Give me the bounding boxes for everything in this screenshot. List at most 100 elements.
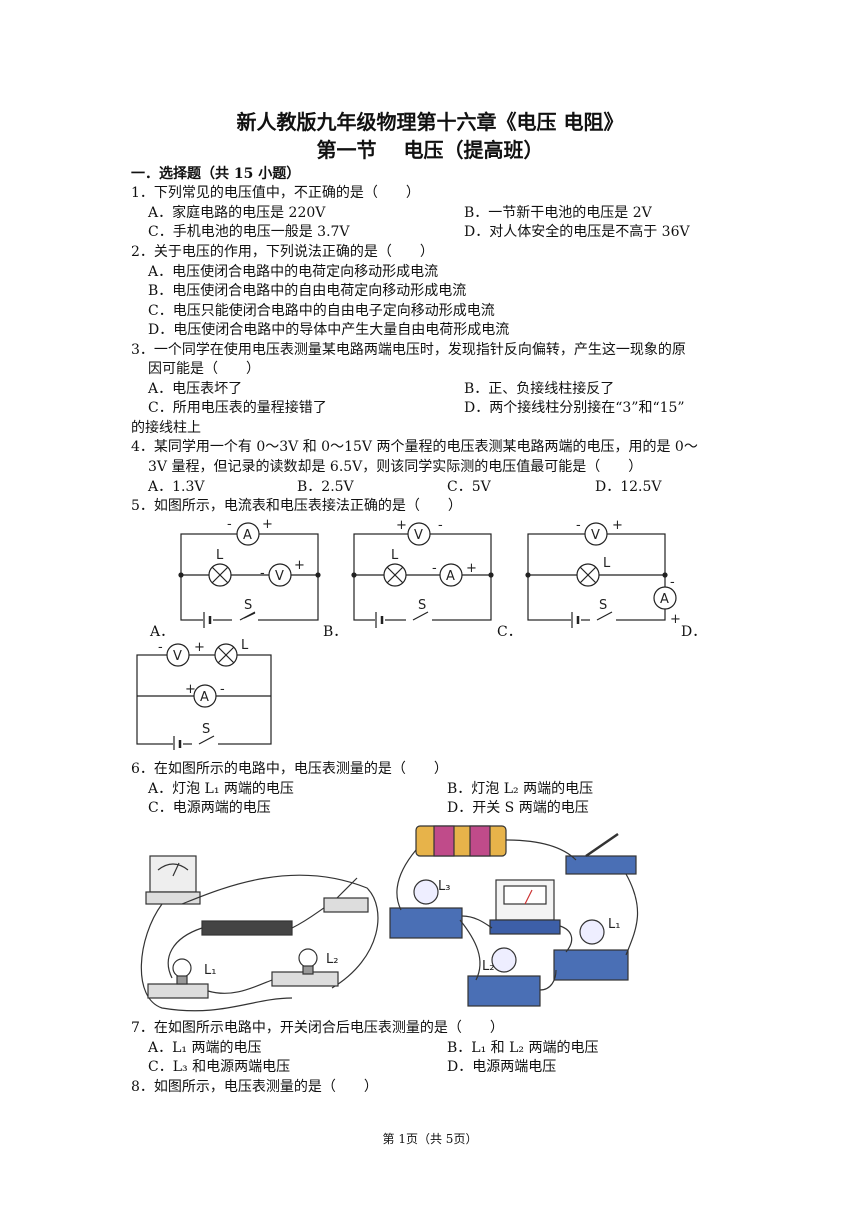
q2-option-a: A．电压使闭合电路中的电荷定向移动形成电流 [148, 264, 439, 280]
svg-text:-: - [438, 518, 443, 533]
switch-icon [412, 611, 429, 621]
q6-option-c: C．电源两端的电压 [148, 800, 271, 816]
svg-text:-: - [670, 575, 675, 590]
svg-text:V: V [275, 569, 284, 584]
svg-text:+: + [185, 682, 196, 697]
ammeter-icon [439, 563, 463, 587]
voltmeter-icon [166, 643, 190, 667]
switch-icon [596, 611, 613, 621]
svg-text:L: L [603, 556, 611, 571]
svg-text:V: V [591, 528, 600, 543]
page-subtitle: 第一节 电压（提高班） [316, 138, 544, 162]
q5-option-d: D． [681, 624, 707, 640]
q3-option-a: A．电压表坏了 [148, 381, 243, 397]
svg-text:+: + [294, 558, 305, 573]
svg-text:+: + [396, 518, 407, 533]
q7-apparatus-figure: L₃ L₁ L₂ [389, 825, 639, 1007]
svg-text:S: S [202, 722, 210, 737]
q1-stem: 1．下列常见的电压值中，不正确的是（ ） [131, 185, 420, 201]
voltmeter-icon [584, 522, 608, 546]
circuit-b: V + - L A - + S [351, 518, 494, 628]
q5-circuit-diagrams: A - + L V - + S V + - L A - + S [136, 517, 681, 750]
q6-stem: 6．在如图所示的电路中，电压表测量的是（ ） [131, 761, 448, 777]
q6-option-d: D．开关 S 两端的电压 [447, 800, 589, 816]
svg-text:L₂: L₂ [482, 959, 494, 974]
svg-text:A: A [243, 528, 252, 543]
svg-text:-: - [227, 517, 232, 532]
q4-stem-cont: 3V 量程，但记录的读数却是 6.5V，则该同学实际测的电压值最可能是（ ） [148, 459, 643, 475]
q4-option-d: D．12.5V [595, 479, 662, 495]
q5-stem: 5．如图所示，电流表和电压表接法正确的是（ ） [131, 498, 462, 514]
svg-text:L: L [391, 548, 399, 563]
q4-option-a: A．1.3V [148, 479, 205, 495]
bulb-icon [491, 947, 517, 973]
battery-icon [415, 825, 507, 857]
q5-option-c: C． [497, 624, 522, 640]
q8-stem: 8．如图所示，电压表测量的是（ ） [131, 1079, 378, 1095]
q2-option-d: D．电压使闭合电路中的导体中产生大量自由电荷形成电流 [148, 322, 510, 338]
switch-icon [323, 897, 369, 913]
switch-icon [565, 855, 637, 875]
q3-stem: 3．一个同学在使用电压表测量某电路两端电压时，发现指针反向偏转，产生这一现象的原 [131, 342, 686, 358]
switch-icon [198, 735, 215, 745]
circuit-c: V - + L A - + S [525, 518, 681, 628]
svg-text:-: - [220, 682, 225, 697]
svg-text:A: A [660, 592, 669, 607]
svg-text:S: S [418, 598, 426, 613]
svg-text:L₁: L₁ [608, 917, 620, 932]
ammeter-icon [236, 522, 260, 546]
q3-option-b: B．正、负接线柱接反了 [464, 381, 615, 397]
svg-text:V: V [414, 528, 423, 543]
q2-option-c: C．电压只能使闭合电路中的自由电子定向移动形成电流 [148, 303, 495, 319]
q6-apparatus-figure: L₁ L₂ [140, 855, 379, 1012]
page-footer: 第 1页（共 5页） [382, 1132, 478, 1146]
svg-text:S: S [599, 598, 607, 613]
q3-stem-cont: 因可能是（ ） [148, 361, 260, 377]
q7-option-d: D．电源两端电压 [447, 1059, 557, 1075]
q6-option-b: B．灯泡 L₂ 两端的电压 [447, 781, 594, 797]
svg-text:L₃: L₃ [438, 879, 450, 894]
svg-text:-: - [158, 640, 163, 655]
voltmeter-icon [268, 563, 292, 587]
bulb-icon [579, 919, 605, 945]
q2-option-b: B．电压使闭合电路中的自由电荷定向移动形成电流 [148, 283, 467, 299]
q7-option-a: A．L₁ 两端的电压 [148, 1040, 262, 1056]
q1-option-d: D．对人体安全的电压是不高于 36V [464, 224, 690, 240]
q7-option-b: B．L₁ 和 L₂ 两端的电压 [447, 1040, 599, 1056]
q5-option-b: B． [323, 624, 348, 640]
q4-option-b: B．2.5V [297, 479, 354, 495]
q2-stem: 2．关于电压的作用，下列说法正确的是（ ） [131, 244, 434, 260]
q5-option-a: A． [150, 624, 175, 640]
svg-text:L: L [241, 638, 249, 653]
q3-option-d: D．两个接线柱分别接在“3”和“15” [464, 400, 685, 416]
q6-option-a: A．灯泡 L₁ 两端的电压 [148, 781, 294, 797]
svg-text:+: + [466, 561, 477, 576]
q4-option-c: C．5V [447, 479, 491, 495]
svg-text:+: + [194, 640, 205, 655]
svg-text:-: - [576, 518, 581, 533]
svg-text:V: V [173, 649, 182, 664]
circuit-d: V - + L A + - S [136, 638, 272, 750]
circuit-a: A - + L V - + S [178, 517, 321, 628]
ammeter-icon [193, 684, 217, 708]
bulb-icon [298, 948, 318, 968]
q4-stem: 4．某同学用一个有 0～3V 和 0～15V 两个量程的电压表测某电路两端的电压… [131, 439, 698, 455]
bulb-icon [172, 958, 192, 978]
bulb-icon [413, 879, 439, 905]
svg-text:L₁: L₁ [204, 963, 216, 978]
ammeter-icon [653, 586, 677, 610]
svg-text:L₂: L₂ [326, 952, 338, 967]
section-heading: 一．选择题（共 15 小题） [131, 166, 301, 182]
svg-text:+: + [612, 518, 623, 533]
q7-stem: 7．在如图所示电路中，开关闭合后电压表测量的是（ ） [131, 1020, 504, 1036]
battery-icon [201, 920, 293, 936]
svg-text:+: + [262, 517, 273, 532]
page-title: 新人教版九年级物理第十六章《电压 电阻》 [236, 110, 624, 134]
q7-option-c: C．L₃ 和电源两端电压 [148, 1059, 291, 1075]
q1-option-a: A．家庭电路的电压是 220V [148, 205, 326, 221]
q3-option-c: C．所用电压表的量程接错了 [148, 400, 327, 416]
svg-text:L: L [216, 548, 224, 563]
svg-text:S: S [244, 598, 252, 613]
svg-text:+: + [670, 612, 681, 627]
svg-text:-: - [260, 566, 265, 581]
